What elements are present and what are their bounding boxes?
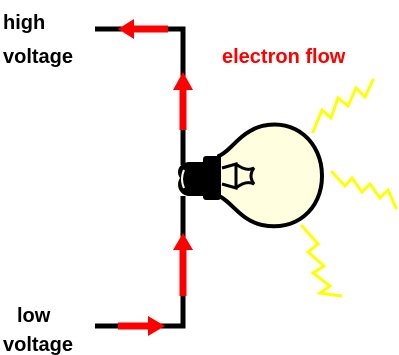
filament-icon (221, 162, 256, 190)
light-ray-bottom (300, 224, 343, 298)
low-voltage-label-line1: low (17, 305, 51, 327)
light-rays (300, 78, 398, 298)
top-wire (95, 26, 186, 165)
high-voltage-label-line2: voltage (3, 46, 73, 68)
electron-flow-label: electron flow (222, 46, 346, 68)
light-ray-right (330, 170, 398, 210)
arrow-bottom-right (118, 316, 165, 336)
low-voltage-label-line2: voltage (3, 334, 73, 355)
arrow-top-left (118, 19, 168, 39)
light-ray-top (311, 78, 375, 134)
bottom-wire (95, 196, 186, 329)
high-voltage-label-line1: high (3, 12, 45, 34)
bulb-base (178, 156, 221, 200)
bulb-glass (217, 122, 325, 229)
